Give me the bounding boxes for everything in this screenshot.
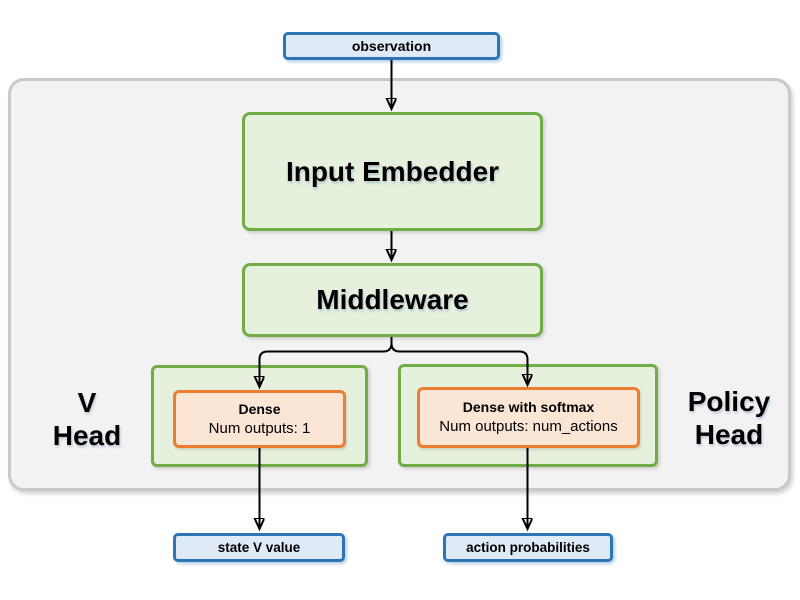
policy-head-label: Policy Head xyxy=(663,383,795,453)
state-v-value-label: state V value xyxy=(217,540,301,555)
input-embedder-label: Input Embedder xyxy=(285,155,500,187)
action-probabilities-node: action probabilities xyxy=(443,533,613,562)
v-head-label: V Head xyxy=(24,384,150,454)
policy-head-label-line1: Policy xyxy=(687,386,771,417)
state-v-value-node: state V value xyxy=(173,533,345,562)
v-dense-subtitle: Num outputs: 1 xyxy=(208,419,311,437)
observation-label: observation xyxy=(351,38,432,54)
v-head-label-line1: V xyxy=(77,387,97,418)
v-dense-node: Dense Num outputs: 1 xyxy=(173,390,346,448)
policy-dense-subtitle: Num outputs: num_actions xyxy=(439,418,618,435)
policy-dense-title: Dense with softmax xyxy=(462,399,595,415)
action-probabilities-label: action probabilities xyxy=(466,540,590,555)
v-dense-title: Dense xyxy=(238,400,281,417)
policy-dense-node: Dense with softmax Num outputs: num_acti… xyxy=(417,387,640,448)
input-embedder-node: Input Embedder xyxy=(242,112,543,231)
v-head-label-line2: Head xyxy=(52,420,122,451)
middleware-node: Middleware xyxy=(242,263,543,337)
policy-head-label-line2: Head xyxy=(694,419,764,450)
observation-node: observation xyxy=(283,32,500,60)
middleware-label: Middleware xyxy=(316,284,469,315)
